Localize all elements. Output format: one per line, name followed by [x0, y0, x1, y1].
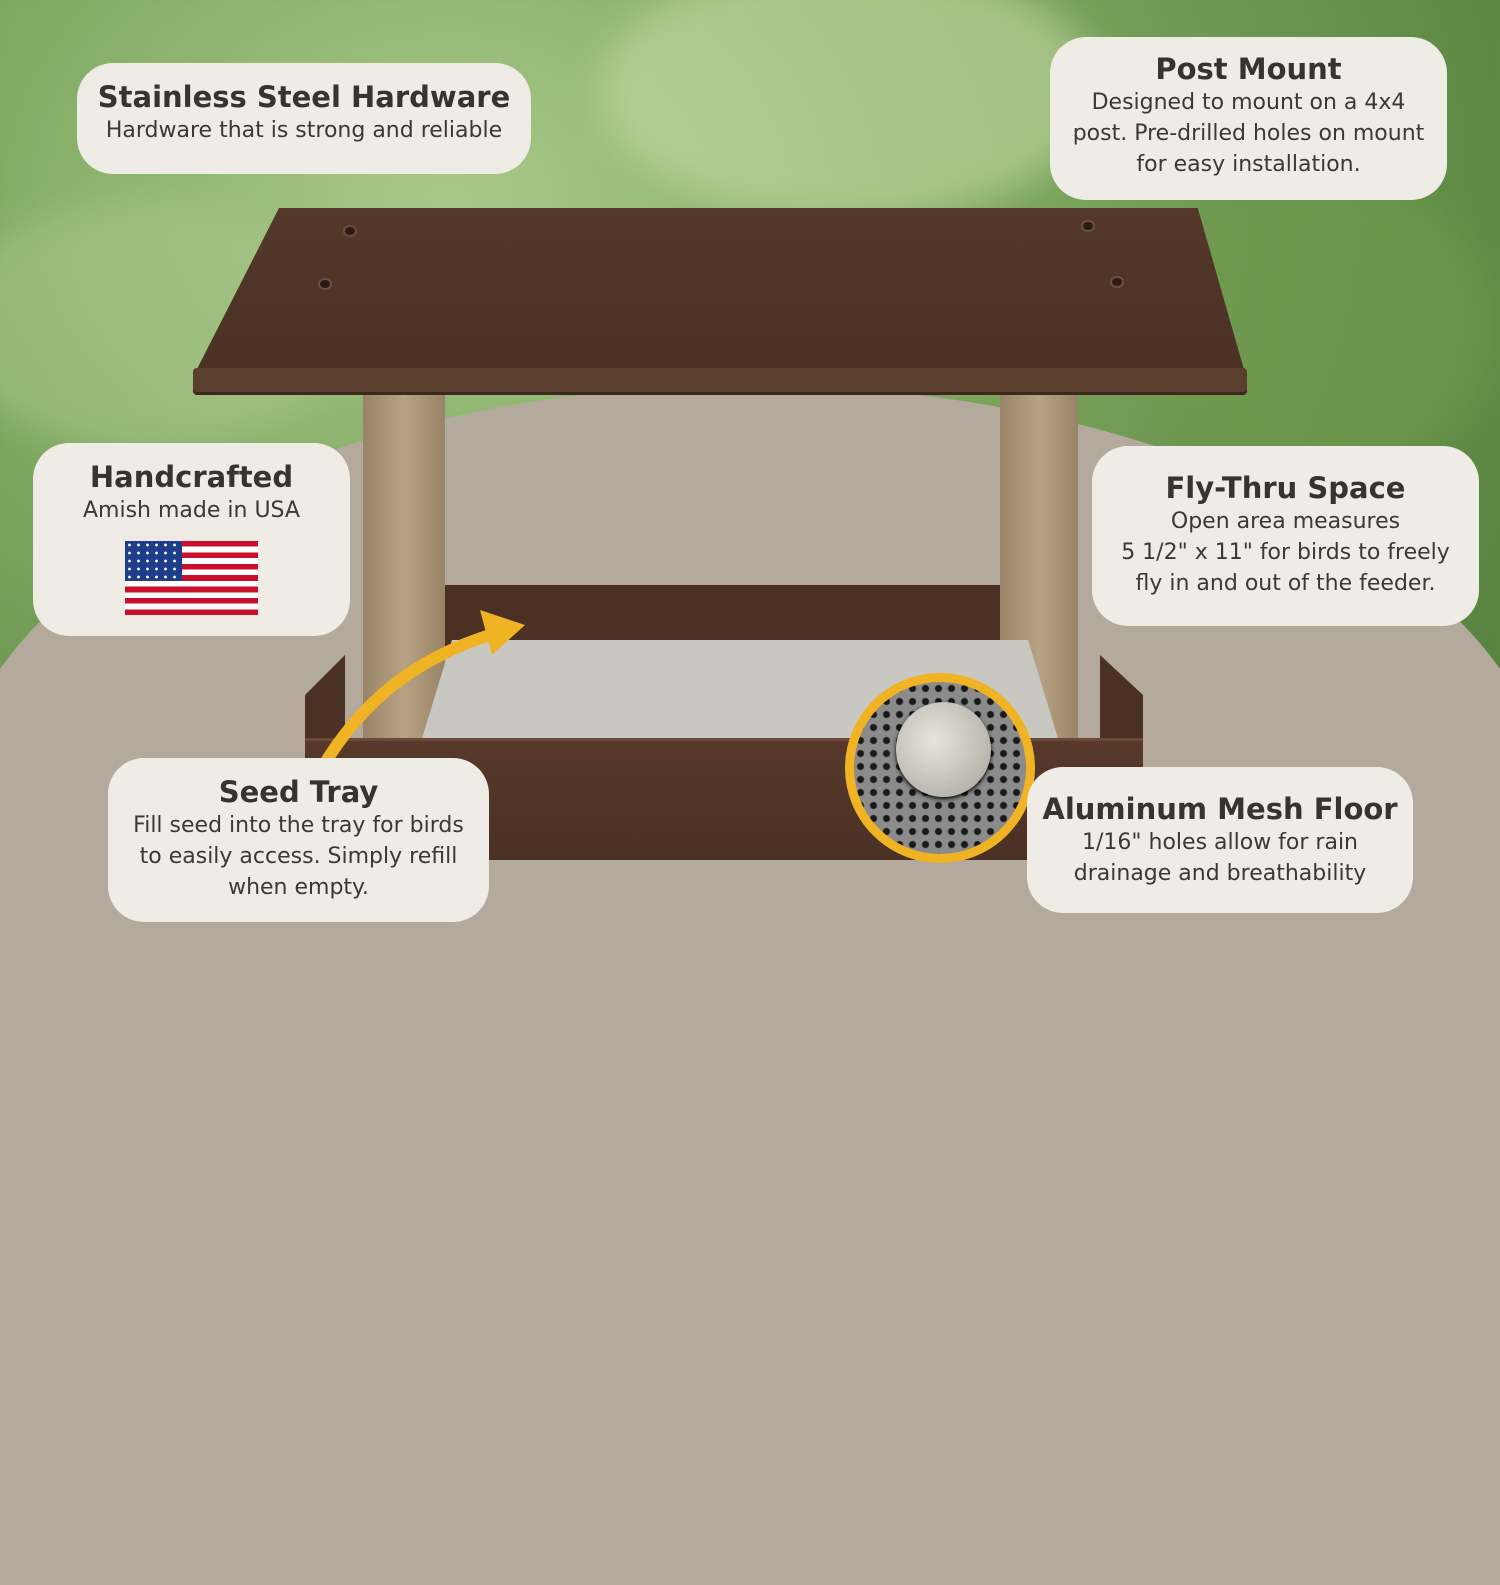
callout-body: Amish made in USA [83, 498, 300, 523]
callout-line: for easy installation. [1136, 152, 1361, 177]
arrow-icon [312, 610, 525, 781]
roof [195, 208, 1245, 373]
callout-line: fly in and out of the feeder. [1135, 571, 1436, 596]
screw-icon [1083, 222, 1093, 230]
callout-post-mount: Post Mount Designed to mount on a 4x4 po… [1050, 37, 1447, 200]
roof-edge [193, 368, 1247, 392]
screw-icon [1112, 278, 1122, 286]
callout-line: Designed to mount on a 4x4 [1091, 90, 1406, 115]
callout-line: drainage and breathability [1073, 861, 1367, 886]
callout-body: Hardware that is strong and reliable [105, 118, 503, 143]
dime-coin [896, 702, 991, 797]
callout-title: Aluminum Mesh Floor [1042, 792, 1398, 826]
callout-title: Handcrafted [89, 460, 294, 494]
callout-line: 1/16" holes allow for rain [1082, 830, 1358, 855]
callout-hardware: Stainless Steel Hardware Hardware that i… [77, 63, 531, 174]
callout-title: Post Mount [1155, 52, 1342, 86]
callout-line: 5 1/2" x 11" for birds to freely [1121, 540, 1450, 565]
us-flag-icon [125, 541, 258, 615]
callout-seed-tray: Seed Tray Fill seed into the tray for bi… [108, 758, 489, 922]
callout-fly-thru: Fly-Thru Space Open area measures 5 1/2"… [1092, 446, 1479, 626]
callout-line: to easily access. Simply refill [139, 844, 458, 869]
screw-icon [345, 227, 355, 235]
callout-line: when empty. [228, 875, 369, 900]
callout-title: Fly-Thru Space [1165, 471, 1406, 505]
callout-title: Stainless Steel Hardware [97, 80, 511, 114]
screw-icon [320, 280, 330, 288]
callout-line: post. Pre-drilled holes on mount [1072, 121, 1425, 146]
mesh-closeup-inset [845, 673, 1035, 863]
background-foliage [600, 0, 1100, 220]
left-post [363, 385, 445, 745]
callout-line: Open area measures [1170, 509, 1401, 534]
callout-mesh-floor: Aluminum Mesh Floor 1/16" holes allow fo… [1027, 767, 1413, 913]
callout-title: Seed Tray [218, 775, 379, 809]
callout-line: Fill seed into the tray for birds [133, 813, 464, 838]
callout-handcrafted: Handcrafted Amish made in USA [33, 443, 350, 636]
